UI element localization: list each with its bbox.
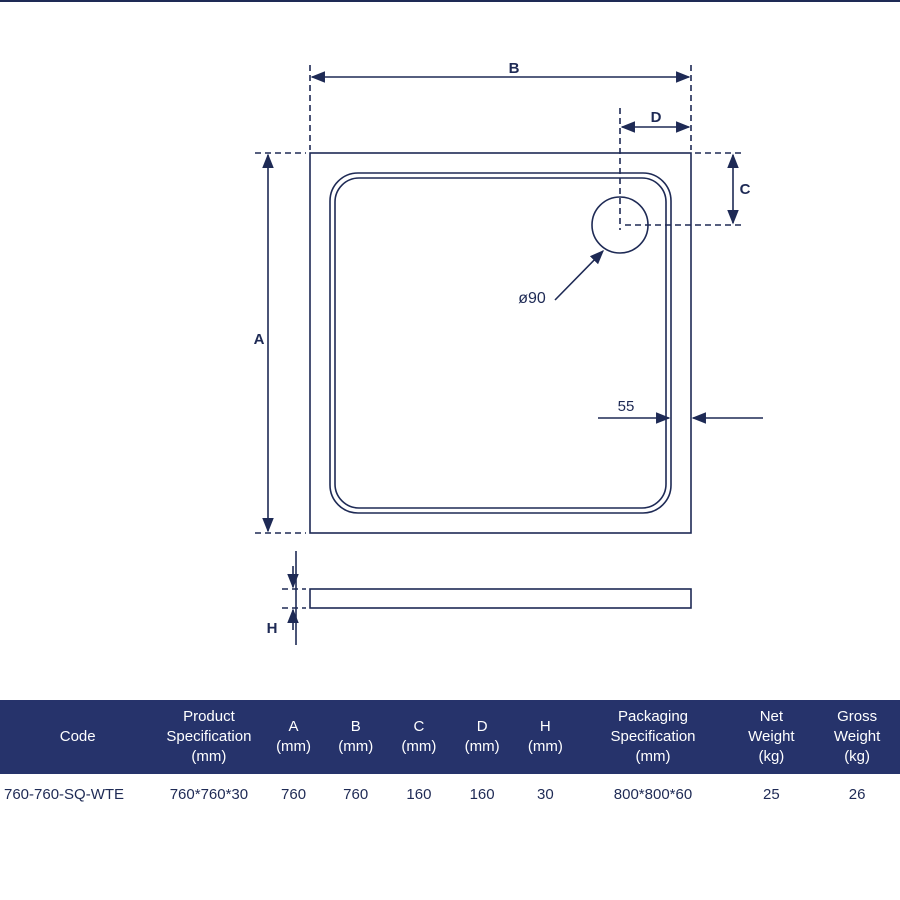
tray-basin-outer <box>329 172 672 514</box>
column-header-line: (mm) <box>338 738 374 755</box>
waste-leader <box>554 249 605 301</box>
table-cell: 30 <box>536 785 554 803</box>
waste-diameter-label: ø90 <box>518 290 546 307</box>
column-header: B (mm) <box>325 700 387 774</box>
table-cell: 760 <box>343 785 369 803</box>
table-cell: 760-760-SQ-WTE <box>4 785 125 803</box>
column-header-line: Specification <box>166 728 252 745</box>
column-header-line: Product <box>183 708 235 725</box>
column-header-line: C <box>413 718 425 735</box>
table-cell: 160 <box>469 785 495 803</box>
column-header-line: Specification <box>610 728 696 745</box>
table-cell: 760 <box>281 785 307 803</box>
tray-outline <box>309 152 692 534</box>
dim-c-label: C <box>740 181 751 198</box>
column-header-line: (mm) <box>464 738 500 755</box>
column-header-line: B <box>350 718 361 735</box>
column-header: Code <box>0 700 155 774</box>
top-border-line <box>0 0 900 2</box>
tray-side-profile <box>309 588 692 609</box>
table-cell: 26 <box>848 785 866 803</box>
table-cell: 160 <box>406 785 432 803</box>
column-header: D (mm) <box>451 700 513 774</box>
column-header-line: D <box>476 718 488 735</box>
table-cell: 760*760*30 <box>169 785 249 803</box>
column-header-line: (mm) <box>401 738 437 755</box>
column-header-line: Packaging <box>617 708 689 725</box>
table-cell: 25 <box>763 785 780 803</box>
column-header: H (mm) <box>513 700 577 774</box>
shower-tray-drawing: B D C A H ø90 55 <box>254 60 763 645</box>
table-row: 760-760-SQ-WTE 760*760*30 760 760 160 160 30 80… <box>0 774 900 814</box>
table-cell: 800*800*60 <box>613 785 693 803</box>
column-header-line: A <box>288 718 299 735</box>
column-header-line: Weight <box>833 728 881 745</box>
column-header-line: (kg) <box>758 748 785 765</box>
column-header-line: (mm) <box>635 748 671 765</box>
column-header-line: (mm) <box>191 748 227 765</box>
tray-basin-inner <box>334 177 667 509</box>
column-header-line: Weight <box>748 728 795 745</box>
dim-h-label: H <box>267 620 278 637</box>
dim-d-label: D <box>651 109 662 126</box>
column-header-line: Code <box>59 728 96 745</box>
column-header-line: (mm) <box>276 738 312 755</box>
dim-b-label: B <box>509 60 520 77</box>
column-header-line: (mm) <box>527 738 563 755</box>
column-header-line: (kg) <box>844 748 871 765</box>
column-header: C (mm) <box>387 700 451 774</box>
column-header: A (mm) <box>262 700 324 774</box>
edge-width-label: 55 <box>618 398 635 415</box>
dim-a-label: A <box>254 331 265 348</box>
column-header-line: H <box>539 718 551 735</box>
column-header-line: Net <box>759 708 784 725</box>
column-header-line: Gross <box>837 708 878 725</box>
